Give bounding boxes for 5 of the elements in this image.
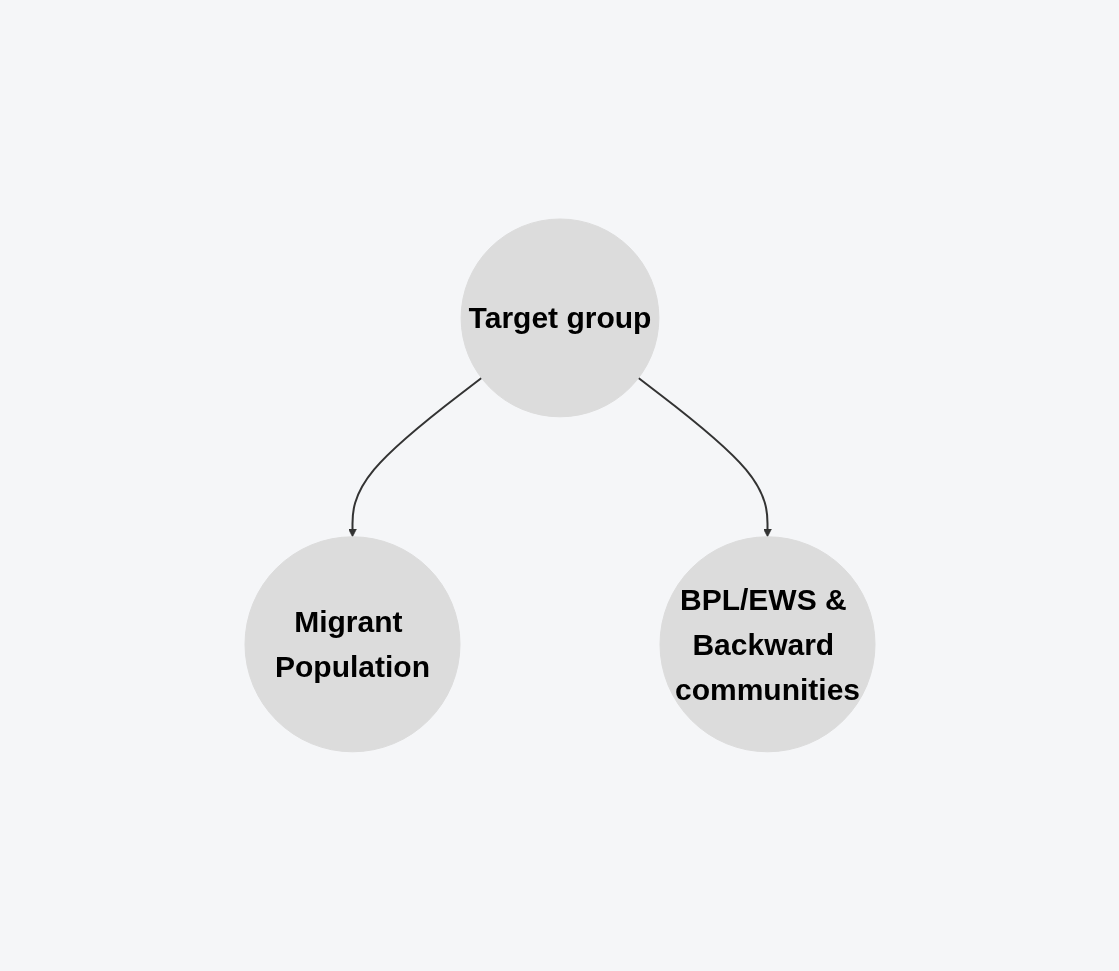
arrow — [347, 377, 482, 538]
node-circle: Migrant Population — [244, 536, 460, 753]
arrow — [637, 377, 772, 538]
node-circle: BPL/EWS & Backward communities — [659, 536, 875, 753]
node-circle: Target group — [460, 218, 659, 418]
